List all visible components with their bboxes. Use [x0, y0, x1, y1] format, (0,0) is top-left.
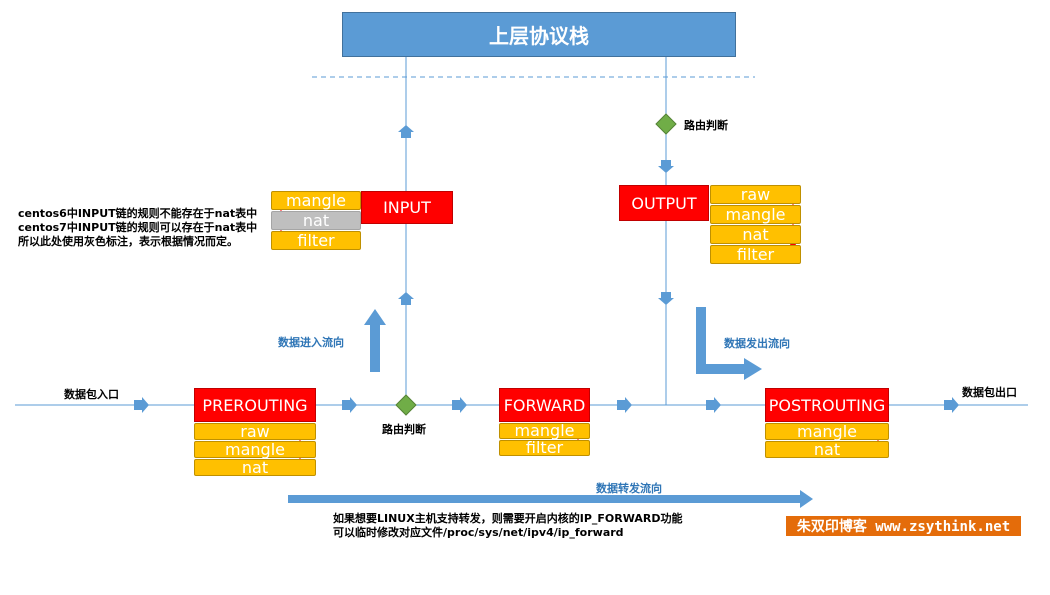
postrouting-chain-label: POSTROUTING	[768, 395, 886, 415]
blog-watermark: 朱双印博客 www.zsythink.net	[786, 516, 1021, 536]
right-arrow-icon	[617, 397, 632, 413]
right-arrow-icon	[944, 397, 959, 413]
table-label: raw	[740, 184, 771, 204]
postrouting-chain: POSTROUTING	[765, 388, 889, 422]
prerouting-table-raw: raw	[194, 423, 316, 440]
output-chain-label: OUTPUT	[631, 193, 697, 213]
input-note-line: centos6中INPUT链的规则不能存在于nat表中	[18, 207, 258, 220]
output-chain: OUTPUT	[619, 185, 709, 221]
table-label: mangle	[225, 439, 285, 459]
table-label: nat	[302, 210, 330, 230]
input-table-mangle: mangle	[271, 191, 361, 210]
right-arrow-icons	[134, 397, 959, 413]
input-chain: INPUT	[361, 191, 453, 224]
output-table-raw: raw	[710, 185, 801, 204]
table-label: raw	[240, 421, 270, 441]
output-table-mangle: mangle	[710, 205, 801, 224]
packet-in-label: 数据包入口	[64, 388, 119, 401]
table-label: mangle	[286, 190, 346, 210]
upper-protocol-stack-label: 上层协议栈	[489, 24, 589, 48]
input-table-filter: filter	[271, 231, 361, 250]
output-table-nat: nat	[710, 225, 801, 244]
routing-decision-top-label: 路由判断	[684, 119, 728, 132]
input-chain-label: INPUT	[383, 198, 431, 217]
upper-protocol-stack-box: 上层协议栈	[342, 12, 736, 57]
up-arrow-icon	[398, 292, 414, 305]
down-arrow-icon	[658, 160, 674, 173]
right-arrow-icon	[342, 397, 357, 413]
forward-note-line: 可以临时修改对应文件/proc/sys/net/ipv4/ip_forward	[333, 526, 624, 539]
postrouting-table-mangle: mangle	[765, 423, 889, 440]
table-label: mangle	[514, 421, 575, 440]
up-arrow-icon	[398, 125, 414, 138]
prerouting-table-nat: nat	[194, 459, 316, 476]
table-label: mangle	[797, 421, 857, 441]
down-arrow-icon	[658, 292, 674, 305]
input-note-line: 所以此处使用灰色标注，表示根据情况而定。	[18, 235, 238, 248]
forward-note: 如果想要LINUX主机支持转发，则需要开启内核的IP_FORWARD功能 可以临…	[333, 512, 682, 540]
prerouting-chain: PREROUTING	[194, 388, 316, 422]
forward-chain: FORWARD	[499, 388, 590, 422]
forward-note-line: 如果想要LINUX主机支持转发，则需要开启内核的IP_FORWARD功能	[333, 512, 683, 525]
prerouting-chain-label: PREROUTING	[202, 395, 308, 415]
table-label: nat	[813, 439, 841, 459]
routing-diamond-icon	[395, 394, 417, 416]
forward-chain-label: FORWARD	[503, 395, 586, 415]
packet-out-label: 数据包出口	[962, 386, 1017, 399]
data-forward-flow-label: 数据转发流向	[596, 482, 662, 495]
routing-decision-bottom-label: 路由判断	[382, 423, 426, 436]
blog-watermark-text: 朱双印博客 www.zsythink.net	[796, 519, 1011, 535]
input-note: centos6中INPUT链的规则不能存在于nat表中 centos7中INPU…	[18, 207, 257, 249]
up-arrow-icons	[398, 125, 414, 305]
input-table-nat: nat	[271, 211, 361, 230]
table-label: nat	[742, 224, 769, 244]
postrouting-table-nat: nat	[765, 441, 889, 458]
forward-table-mangle: mangle	[499, 423, 590, 439]
down-arrow-icons	[658, 160, 674, 305]
forward-table-filter: filter	[499, 440, 590, 456]
prerouting-table-mangle: mangle	[194, 441, 316, 458]
table-label: filter	[736, 244, 775, 264]
table-label: mangle	[725, 204, 786, 224]
data-in-flow-label: 数据进入流向	[278, 336, 344, 349]
right-arrow-icon	[134, 397, 149, 413]
data-in-flow-arrow	[340, 309, 386, 372]
forward-flow-arrow	[288, 490, 813, 508]
output-table-filter: filter	[710, 245, 801, 264]
table-label: filter	[525, 438, 564, 457]
right-arrow-icon	[452, 397, 467, 413]
data-out-flow-label: 数据发出流向	[724, 337, 790, 350]
table-label: nat	[241, 457, 269, 477]
data-out-flow-arrow	[696, 307, 762, 380]
input-note-line: centos7中INPUT链的规则可以存在于nat表中	[18, 221, 258, 234]
routing-diamond-icon	[655, 113, 677, 135]
right-arrow-icon	[706, 397, 721, 413]
table-label: filter	[297, 230, 335, 250]
